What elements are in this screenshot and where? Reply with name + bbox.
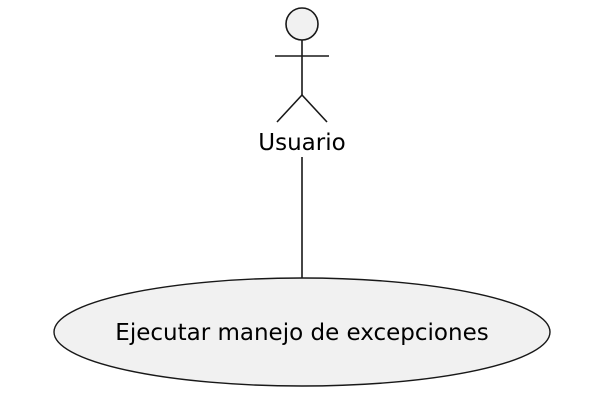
actor-label: Usuario [258,130,345,156]
actor-right-leg [301,94,328,123]
use-case-ejecutar-manejo-de-excepciones[interactable]: Ejecutar manejo de excepciones [53,277,551,387]
actor-left-leg [276,94,303,123]
actor-head [285,7,319,41]
actor-usuario[interactable]: Usuario [258,7,346,156]
use-case-ellipse [53,277,551,387]
use-case-label: Ejecutar manejo de excepciones [115,320,488,346]
